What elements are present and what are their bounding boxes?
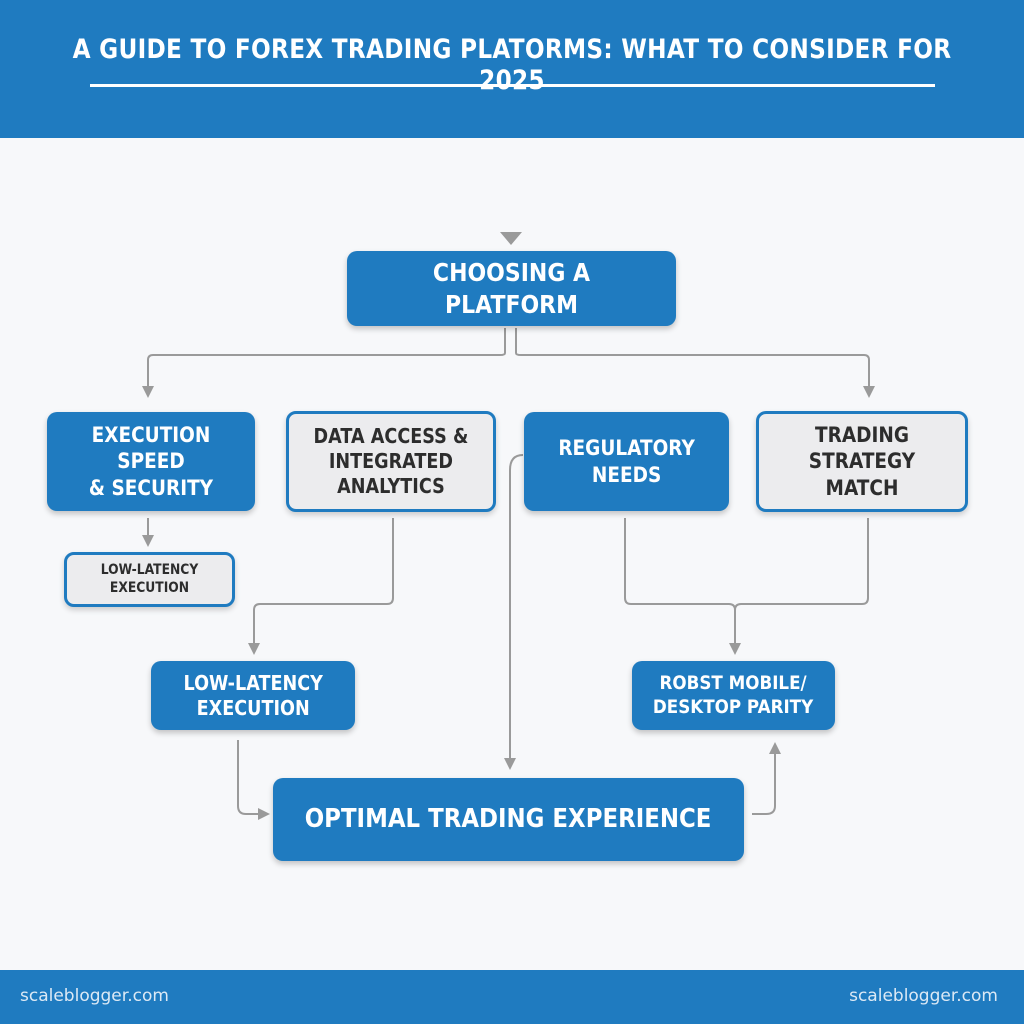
node-choosing-platform: CHOOSING A PLATFORM: [347, 251, 676, 326]
node-low-latency-small: LOW-LATENCY EXECUTION: [64, 552, 235, 607]
arrowhead-left-branch: [142, 386, 154, 398]
connector-data-to-lowlatency: [253, 518, 394, 645]
arrowhead-optimal-mobile: [769, 742, 781, 754]
footer-bar: scaleblogger.com scaleblogger.com: [0, 970, 1024, 1024]
arrowhead-regulatory-optimal: [504, 758, 516, 770]
title-underline: [90, 84, 935, 87]
arrowhead-right-branch: [863, 386, 875, 398]
node-optimal-trading-experience: OPTIMAL TRADING EXPERIENCE: [273, 778, 744, 861]
footer-site-right: scaleblogger.com: [849, 986, 998, 1006]
arrowhead-lowlatency-optimal: [258, 808, 270, 820]
arrowhead-execution-small: [142, 535, 154, 547]
connector-root-to-left: [147, 328, 506, 388]
connector-root-to-right: [515, 328, 870, 388]
header-banner: A GUIDE TO FOREX TRADING PLATORMS: WHAT …: [0, 0, 1024, 138]
node-low-latency-execution: LOW-LATENCY EXECUTION: [151, 661, 355, 730]
node-execution-speed: EXECUTION SPEED & SECURITY: [47, 412, 255, 511]
node-mobile-desktop-parity: ROBST MOBILE/ DESKTOP PARITY: [632, 661, 835, 730]
arrowhead-top: [500, 232, 522, 245]
footer-site-left: scaleblogger.com: [20, 986, 169, 1006]
node-regulatory-needs: REGULATORY NEEDS: [524, 412, 729, 511]
connector-regulatory-to-merge: [624, 518, 736, 645]
connector-strategy-to-merge: [734, 518, 869, 611]
connector-lowlatency-to-optimal: [237, 740, 260, 815]
connector-optimal-to-mobile: [752, 754, 776, 815]
node-data-access: DATA ACCESS & INTEGRATED ANALYTICS: [286, 411, 496, 512]
arrowhead-merge-mobile: [729, 643, 741, 655]
arrowhead-data-lowlatency: [248, 643, 260, 655]
node-trading-strategy: TRADING STRATEGY MATCH: [756, 411, 968, 512]
page-title: A GUIDE TO FOREX TRADING PLATORMS: WHAT …: [72, 34, 952, 96]
connector-regulatory-to-optimal: [509, 454, 524, 760]
